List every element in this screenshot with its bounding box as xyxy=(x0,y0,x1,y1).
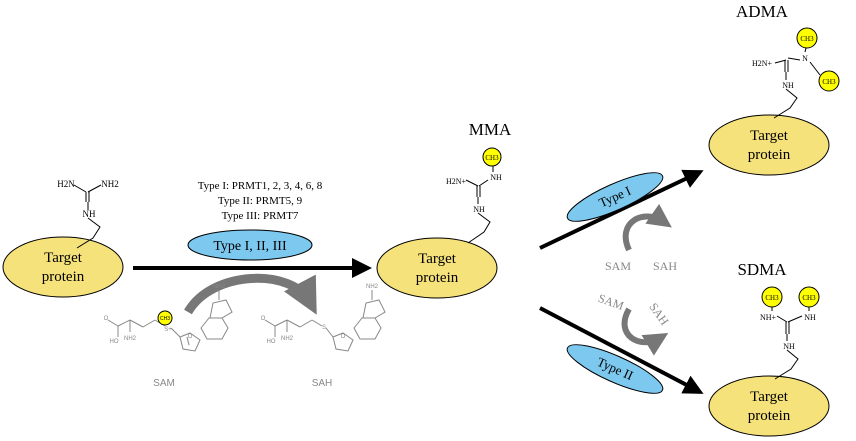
adma-title: ADMA xyxy=(736,2,789,21)
sdma-reaction-arrow xyxy=(539,306,704,394)
sdma-methyl-left-label: CH3 xyxy=(765,294,779,302)
adma-methyl-top-label: CH3 xyxy=(800,35,814,43)
arginine-structure xyxy=(73,184,102,249)
sah-nh2-adenine-label: NH2 xyxy=(366,284,379,290)
prmt-enzyme-list: Type I: PRMT1, 2, 3, 4, 6, 8 Type II: PR… xyxy=(198,180,323,222)
sam-sah-type-i-cycle-arrow xyxy=(622,203,672,252)
mma-methyl-circle xyxy=(482,147,502,167)
enzyme-type2: Type II: PRMT5, 9 xyxy=(218,195,303,207)
sah-nh2-label: NH2 xyxy=(281,336,294,342)
enzyme-type3: Type III: PRMT7 xyxy=(222,210,299,222)
protein-label-line2: protein xyxy=(748,147,791,163)
enzyme-ellipse-all-types: Type I, II, III xyxy=(187,229,313,261)
sdma-structure xyxy=(771,307,810,380)
target-protein-substrate: Target protein xyxy=(2,236,124,298)
mma-nh-top-label: NH xyxy=(490,173,502,182)
type-ii-sam-label: SAM xyxy=(596,291,626,313)
sam-sah-main-cycle-arrow xyxy=(184,273,317,315)
type-ii-sah-label: SAH xyxy=(646,300,671,328)
sdma-methyl-circle-left xyxy=(761,286,783,308)
adma-nh-label: NH xyxy=(782,81,794,90)
sam-nh2-label: NH2 xyxy=(124,336,137,342)
target-protein-adma: Target protein xyxy=(708,114,830,176)
adma-methyl-circle-top xyxy=(796,27,818,49)
protein-label-line1: Target xyxy=(750,389,789,405)
sam-sah-type-ii-cycle-arrow xyxy=(621,307,669,356)
mma-structure xyxy=(465,165,494,244)
sah-ho-label: HO xyxy=(267,339,276,345)
sam-label: SAM xyxy=(153,378,175,389)
sah-structure xyxy=(264,290,386,352)
sah-label: SAH xyxy=(312,378,333,389)
protein-label-line1: Target xyxy=(44,250,83,266)
adma-methyl-right-label: CH3 xyxy=(822,78,836,86)
sam-nh2-adenine-label: NH2 xyxy=(213,284,226,290)
sam-o-ring-label: O xyxy=(188,334,193,340)
enzyme-ellipse-type-ii: Type II xyxy=(566,344,664,394)
adma-structure xyxy=(773,47,821,119)
type-i-sah-label: SAH xyxy=(653,259,677,273)
adma-reaction-arrow xyxy=(539,169,704,250)
sam-ho-label: HO xyxy=(110,339,119,345)
target-protein-mma: Target protein xyxy=(376,237,498,299)
protein-label-line1: Target xyxy=(418,251,457,267)
sdma-nh-top-label: NH xyxy=(804,313,816,322)
protein-label-line1: Target xyxy=(750,128,789,144)
protein-label-line2: protein xyxy=(42,269,85,285)
sdma-methyl-circle-right xyxy=(798,286,820,308)
arginine-h2n-label: H2N xyxy=(57,179,75,189)
arginine-nh-label: NH xyxy=(83,209,96,219)
mma-nh-label: NH xyxy=(473,205,485,214)
sam-methyl-label: CH3 xyxy=(160,316,170,322)
sam-s-plus-label: S+ xyxy=(164,327,172,333)
protein-label-line2: protein xyxy=(748,408,791,424)
sdma-nh-plus-label: NH+ xyxy=(760,313,777,322)
sah-o-ring-label: O xyxy=(341,334,346,340)
mma-title: MMA xyxy=(469,120,512,139)
sam-methyl-circle xyxy=(157,310,173,326)
target-protein-sdma: Target protein xyxy=(708,375,830,437)
sdma-title: SDMA xyxy=(737,260,787,279)
sah-o-label: O xyxy=(261,316,266,322)
sdma-nh-label: NH xyxy=(783,342,795,351)
protein-label-line2: protein xyxy=(416,270,459,286)
enzyme-type1: Type I: PRMT1, 2, 3, 4, 6, 8 xyxy=(198,180,323,192)
adma-n-label: N xyxy=(802,54,808,63)
arginine-nh2-label: NH2 xyxy=(101,179,119,189)
sdma-methyl-right-label: CH3 xyxy=(802,294,816,302)
sam-o-label: O xyxy=(104,316,109,322)
mma-h2n-plus-label: H2N+ xyxy=(446,177,467,186)
type-i-sam-label: SAM xyxy=(605,259,631,273)
sah-s-label: S xyxy=(322,325,326,331)
mma-methyl-label: CH3 xyxy=(485,154,499,162)
enzyme-all-types-label: Type I, II, III xyxy=(213,239,287,254)
adma-h2n-plus-label: H2N+ xyxy=(752,59,773,68)
adma-methyl-circle-right xyxy=(818,70,840,92)
